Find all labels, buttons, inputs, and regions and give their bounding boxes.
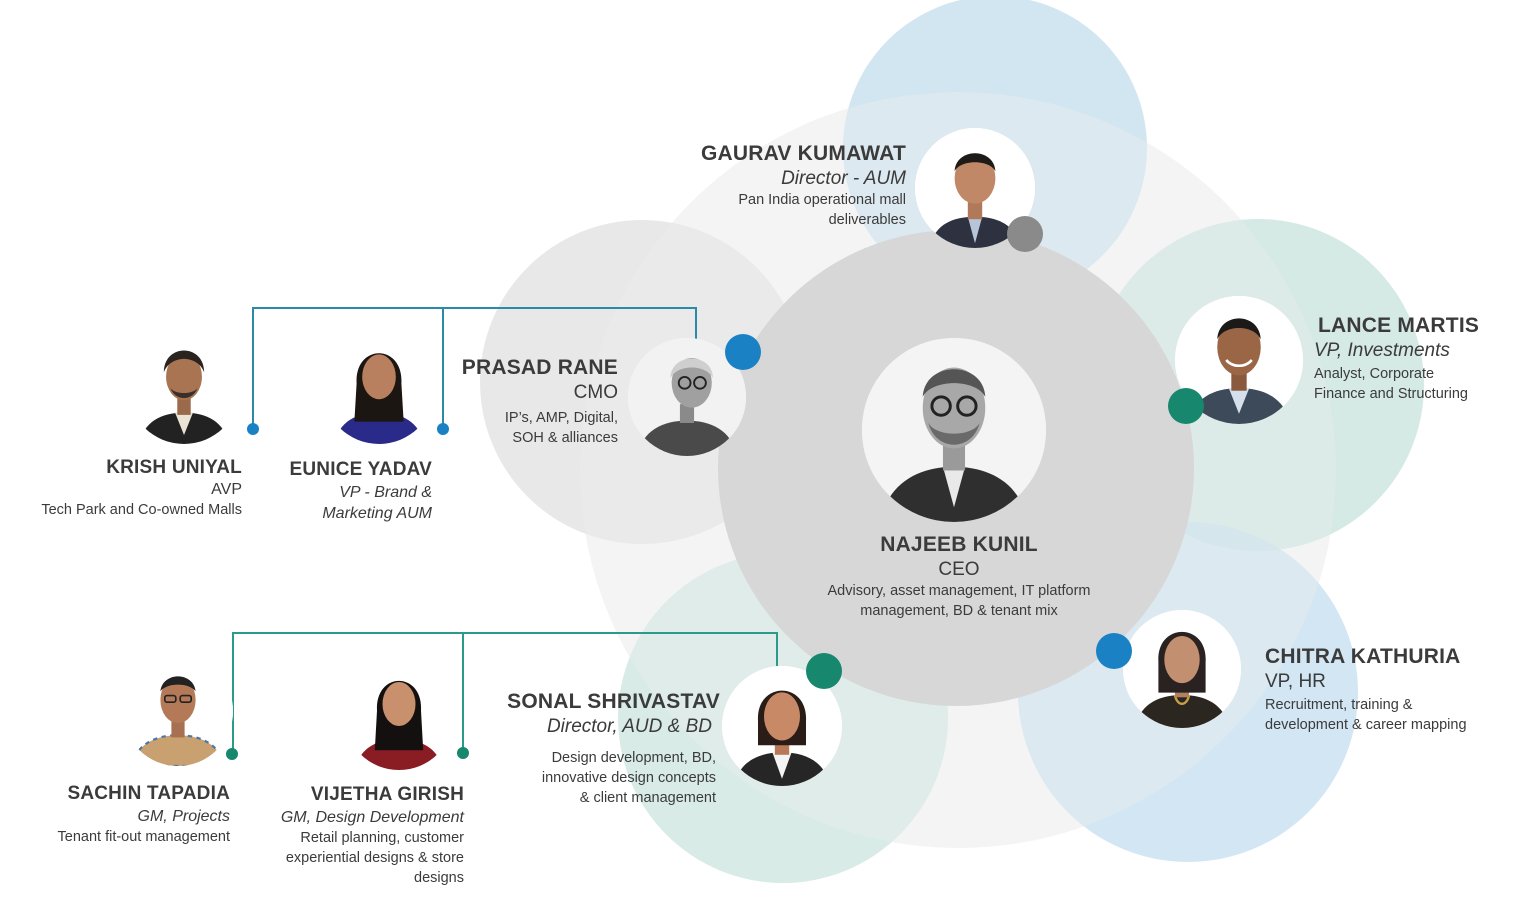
ceo-info: NAJEEB KUNIL CEO Advisory, asset managem… xyxy=(796,532,1122,621)
vijetha-name: VIJETHA GIRISH xyxy=(310,784,464,805)
sonal-desc-2: innovative design concepts xyxy=(541,770,716,786)
ceo-desc-1: Advisory, asset management, IT platform xyxy=(827,583,1091,599)
krish-name: KRISH UNIYAL xyxy=(106,457,242,478)
ceo-photo xyxy=(862,338,1046,522)
vijetha-desc-3: designs xyxy=(414,870,464,886)
eunice-photo xyxy=(323,332,435,444)
prasad-desc-1: IP’s, AMP, Digital, xyxy=(504,410,618,426)
lance-role: VP, Investments xyxy=(1314,340,1450,361)
sonal-info: SONAL SHRIVASTAV Director, AUD & BD Desi… xyxy=(480,689,720,808)
vijetha-desc-2: experiential designs & store xyxy=(285,850,464,866)
gaurav-marker xyxy=(1007,216,1043,252)
eunice-role-1: VP - Brand & xyxy=(339,484,432,501)
gaurav-name: GAURAV KUMAWAT xyxy=(700,142,906,165)
connector-dot-krish xyxy=(247,423,259,435)
eunice-role-2: Marketing AUM xyxy=(322,505,432,522)
krish-desc-1: Tech Park and Co-owned Malls xyxy=(41,502,242,518)
sonal-desc-1: Design development, BD, xyxy=(551,750,716,766)
eunice-name: EUNICE YADAV xyxy=(289,459,432,480)
sachin-photo xyxy=(123,656,233,766)
ceo-role: CEO xyxy=(938,559,980,580)
prasad-info: PRASAD RANE CMO IP’s, AMP, Digital, SOH … xyxy=(436,355,618,448)
connector-dot-sachin xyxy=(226,748,238,760)
krish-info: KRISH UNIYAL AVP Tech Park and Co-owned … xyxy=(20,456,242,520)
connector-sonal-down xyxy=(776,632,778,666)
connector-krish xyxy=(252,307,254,429)
sachin-role: GM, Projects xyxy=(137,808,230,825)
krish-role: AVP xyxy=(211,481,242,498)
sonal-desc-3: & client management xyxy=(579,790,716,806)
connector-prasad-top xyxy=(252,307,696,309)
krish-photo xyxy=(128,332,240,444)
lance-info: LANCE MARTIS VP, Investments Analyst, Co… xyxy=(1314,313,1514,404)
prasad-marker xyxy=(725,334,761,370)
lance-desc-1: Analyst, Corporate xyxy=(1314,366,1435,382)
eunice-info: EUNICE YADAV VP - Brand & Marketing AUM xyxy=(262,458,432,524)
vijetha-desc-1: Retail planning, customer xyxy=(300,830,464,846)
vijetha-info: VIJETHA GIRISH GM, Design Development Re… xyxy=(244,783,464,888)
gaurav-desc-2: deliverables xyxy=(828,212,906,228)
lance-desc-2: Finance and Structuring xyxy=(1314,386,1468,402)
chitra-role: VP, HR xyxy=(1265,671,1326,692)
connector-dot-vijetha xyxy=(457,747,469,759)
chitra-desc-2: development & career mapping xyxy=(1265,717,1467,733)
sachin-name: SACHIN TAPADIA xyxy=(67,783,230,804)
chitra-desc-1: Recruitment, training & xyxy=(1265,697,1413,713)
prasad-name: PRASAD RANE xyxy=(461,356,618,379)
chitra-photo xyxy=(1123,610,1241,728)
gaurav-role: Director - AUM xyxy=(781,168,906,189)
vijetha-photo xyxy=(344,660,454,770)
connector-prasad-down xyxy=(695,307,697,339)
connector-sonal-top xyxy=(232,632,778,634)
connector-sachin xyxy=(232,632,234,750)
sachin-desc-1: Tenant fit-out management xyxy=(57,829,231,845)
ceo-name: NAJEEB KUNIL xyxy=(880,533,1038,556)
sachin-info: SACHIN TAPADIA GM, Projects Tenant fit-o… xyxy=(20,782,231,847)
sonal-name: SONAL SHRIVASTAV xyxy=(507,690,720,713)
lance-name: LANCE MARTIS xyxy=(1318,314,1480,337)
gaurav-info: GAURAV KUMAWAT Director - AUM Pan India … xyxy=(640,141,906,230)
sonal-marker xyxy=(806,653,842,689)
connector-eunice xyxy=(442,307,444,429)
chitra-name: CHITRA KATHURIA xyxy=(1265,645,1461,668)
connector-vijetha xyxy=(462,632,464,750)
vijetha-role: GM, Design Development xyxy=(280,809,464,826)
chitra-info: CHITRA KATHURIA VP, HR Recruitment, trai… xyxy=(1265,644,1515,735)
chitra-marker xyxy=(1096,633,1132,669)
prasad-desc-2: SOH & alliances xyxy=(512,430,618,446)
lance-marker xyxy=(1168,388,1204,424)
ceo-desc-2: management, BD & tenant mix xyxy=(860,603,1058,619)
connector-dot-eunice xyxy=(437,423,449,435)
gaurav-desc-1: Pan India operational mall xyxy=(738,192,906,208)
prasad-role: CMO xyxy=(573,382,618,403)
sonal-role: Director, AUD & BD xyxy=(546,716,712,737)
